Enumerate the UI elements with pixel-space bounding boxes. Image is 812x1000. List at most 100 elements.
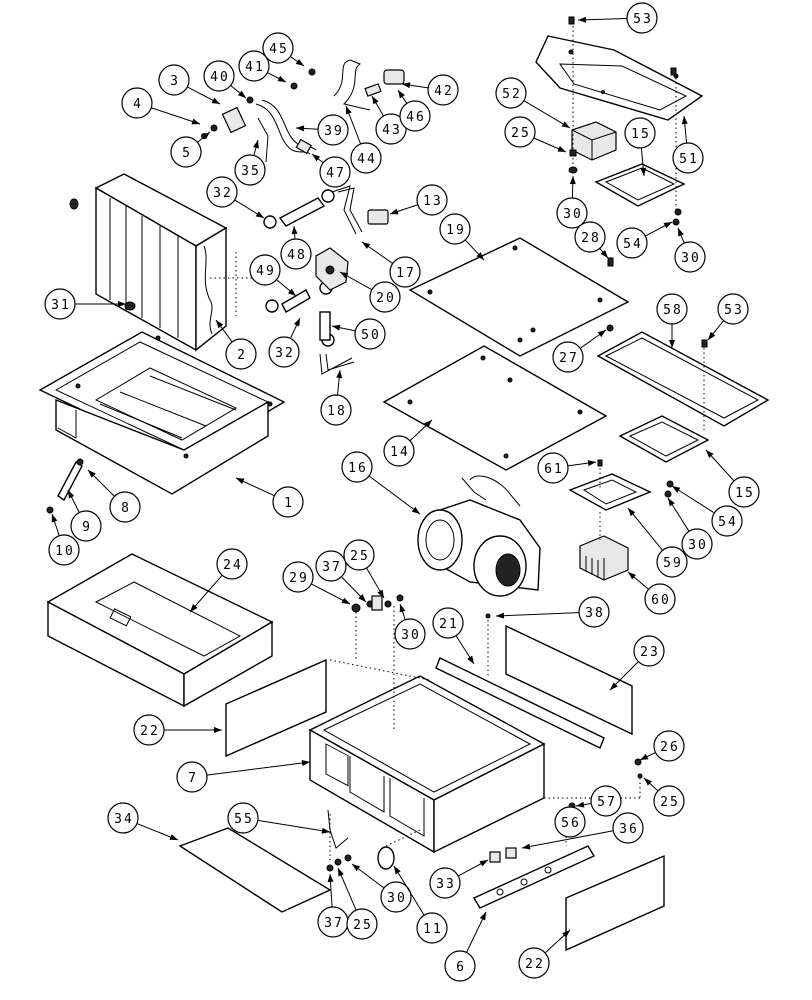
part-28-screw [607,257,614,267]
fasteners-middle [351,594,491,619]
callout-arrowhead [479,860,488,867]
callout-number: 23 [640,645,660,660]
callout-arrowhead [296,125,305,132]
callout-number: 54 [623,237,643,252]
callout-bubble [176,761,208,793]
callout-bubble [427,74,459,106]
part-58-plate [596,331,770,427]
part-33-clip-a [489,851,501,863]
callout-bubble [672,142,704,174]
callout-number: 47 [326,166,346,181]
callout-number: 22 [140,724,160,739]
callout-43: 43 [371,95,407,145]
part-9-tube [57,460,83,502]
callout-arrowhead [169,834,178,840]
callout-leader [671,485,715,514]
callout-bubble [315,550,347,582]
callout-7: 7 [176,760,311,793]
callout-arrowhead [561,121,570,128]
callout-arrowhead [557,146,566,152]
callout-39: 39 [295,114,349,146]
callout-bubble [369,281,401,313]
callout-bubble [282,561,314,593]
callout-bubble [653,730,685,762]
callout-arrowhead [398,90,405,99]
callout-45: 45 [262,32,305,67]
callout-bubble [268,336,300,368]
part-2-heater-core [94,173,228,352]
callout-arrowhead [287,288,296,296]
callout-arrowhead [476,252,484,260]
callout-number: 53 [633,12,653,27]
callout-bubble [537,452,569,484]
part-22-panel-b [565,854,665,952]
callout-bubble [728,476,760,508]
part-17-tube [331,185,363,235]
callout-number: 37 [324,916,344,931]
callout-22: 22 [518,929,571,979]
part-53-screw-lower [701,339,708,348]
callout-56: 56 [554,806,586,838]
callout-bubble [216,548,248,580]
callout-arrowhead [51,514,58,523]
part-43-46-fittings [246,68,405,104]
callout-31: 31 [44,288,126,320]
callout-leader [151,107,201,125]
callout-40: 40 [203,60,247,99]
callout-33: 33 [429,859,489,899]
callout-bubble [48,534,80,566]
callout-bubble [504,116,536,148]
part-27-nut [606,324,614,332]
callout-bubble [644,583,676,615]
callout-58: 58 [656,293,688,348]
callout-number: 50 [361,328,381,343]
callout-arrowhead [295,58,304,66]
callout-number: 15 [735,486,755,501]
callout-number: 6 [456,960,466,975]
callout-37: 37 [315,550,367,603]
callout-arrowhead [424,420,432,428]
callout-number: 11 [423,922,443,937]
callout-4: 4 [121,87,201,125]
callout-bubble [319,156,351,188]
callout-number: 9 [82,520,92,535]
part-26-screw [634,758,642,766]
callout-bubble [109,491,141,523]
callout-50: 50 [331,318,386,350]
callout-bubble [320,394,352,426]
part-30-nut [664,490,672,498]
callout-arrowhead [640,167,647,176]
callout-10: 10 [48,513,80,566]
callout-bubble [711,505,743,537]
callout-arrowhead [708,331,716,340]
callout-number: 40 [210,70,230,85]
callout-number: 20 [376,291,396,306]
callout-16: 16 [341,451,421,515]
callout-arrowhead [321,827,330,834]
callout-bubble [656,293,688,325]
callout-number: 43 [382,123,402,138]
part-15-gasket-lower [618,415,710,463]
callout-arrowhead [644,778,652,786]
callout-number: 58 [663,303,683,318]
callout-61: 61 [537,452,597,484]
callout-bubble [317,114,349,146]
callout-25: 25 [643,777,685,817]
callout-38: 38 [495,596,610,628]
callout-bubble [554,806,586,838]
callout-bubble [429,867,461,899]
callout-arrowhead [597,330,606,338]
part-55-wire [327,809,349,849]
callout-arrowhead [479,912,486,921]
part-16-blower [417,475,541,597]
callout-number: 26 [660,740,680,755]
callout-bubble [399,100,431,132]
callout-number: 48 [287,248,307,263]
fasteners-top-right [568,16,682,226]
part-1-housing [38,331,286,495]
callout-number: 31 [51,298,71,313]
callout-arrowhead [237,90,246,98]
callout-number: 57 [597,795,617,810]
callout-bubble [272,486,304,518]
part-19-panel [408,237,630,357]
